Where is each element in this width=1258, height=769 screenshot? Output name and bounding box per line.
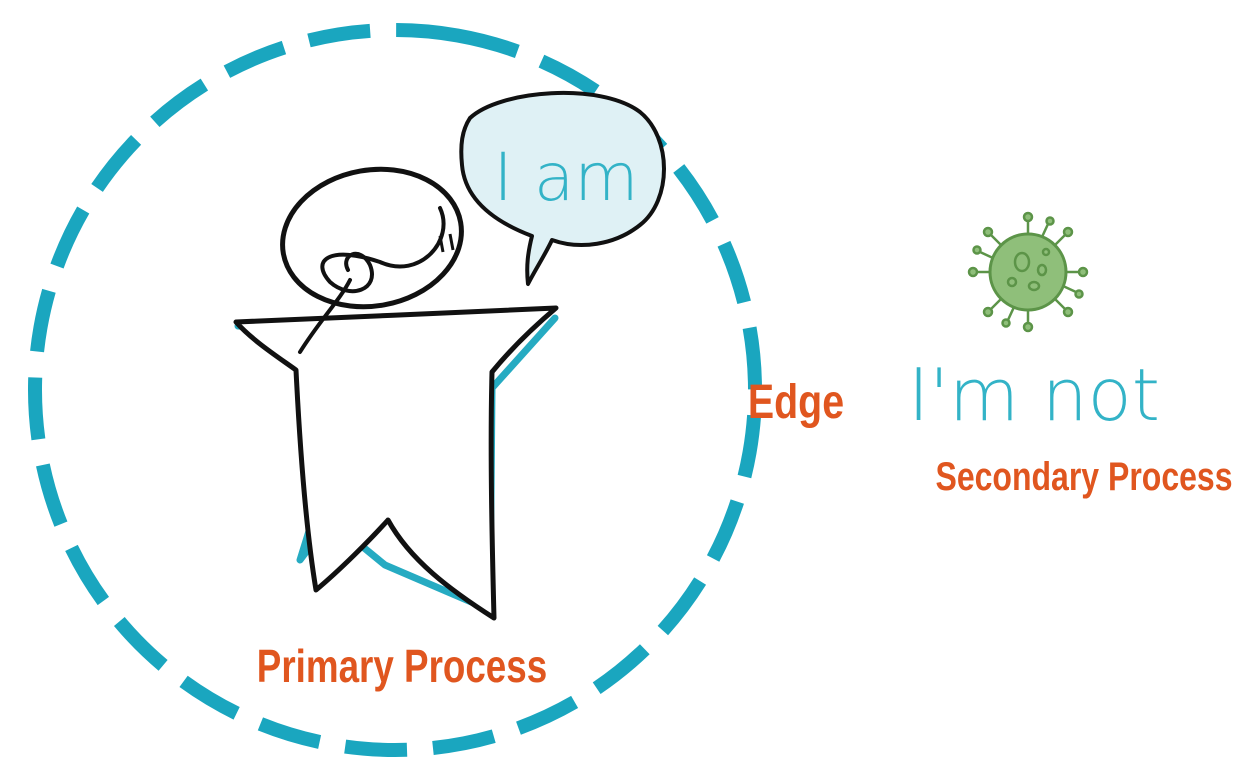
primary-process-label: Primary Process xyxy=(257,640,547,692)
stick-figure-icon xyxy=(233,166,559,621)
boundary-circle xyxy=(28,23,762,757)
edge-label: Edge xyxy=(748,375,844,429)
not-self-text: I'm not xyxy=(908,353,1160,437)
speech-bubble-text: I am xyxy=(493,139,638,216)
virus-icon xyxy=(967,211,1089,333)
speech-bubble: I am xyxy=(459,90,666,286)
secondary-process-label: Secondary Process xyxy=(935,454,1232,499)
